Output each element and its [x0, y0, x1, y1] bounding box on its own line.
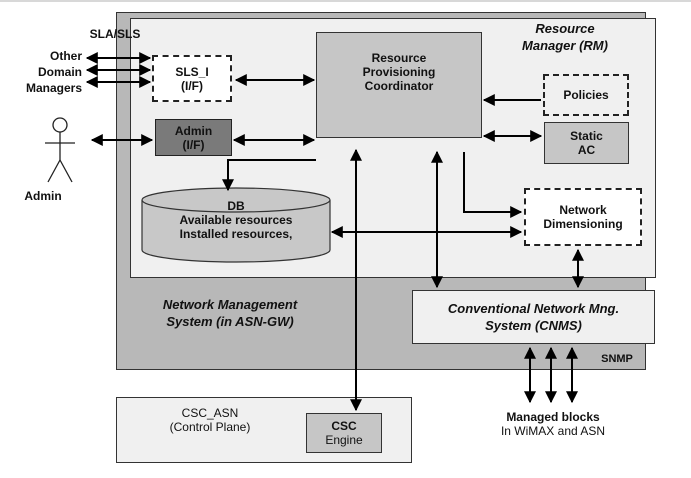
static-ac-line2: AC [577, 143, 596, 157]
sls-interface-box: SLS_I (I/F) [152, 55, 232, 102]
sla-sls-label: SLA/SLS [89, 27, 141, 41]
network-dimensioning-box: Network Dimensioning [524, 188, 642, 246]
csc-engine-box: CSC Engine [306, 413, 382, 453]
db-available-resources: Available resources [179, 213, 293, 227]
snmp-label: SNMP [601, 353, 633, 365]
resource-provisioning-coordinator: Resource Provisioning Coordinator [316, 32, 482, 138]
csc-asn-label: CSC_ASN (Control Plane) [169, 406, 251, 434]
rpc-line2: Provisioning [362, 65, 436, 79]
net-dim-line2: Dimensioning [543, 217, 623, 231]
cnms-line2: System (CNMS) [485, 318, 582, 333]
rm-title: Resource Manager (RM) [522, 21, 608, 53]
csc-engine-line1: CSC [331, 419, 357, 433]
admin-if-line2: (I/F) [182, 137, 205, 152]
policies-label: Policies [563, 88, 609, 102]
db-title: DB [227, 199, 245, 213]
admin-interface-box: Admin (I/F) [155, 119, 232, 156]
cnms-line1: Conventional Network Mng. [447, 301, 620, 316]
nms-label: Network Management System (in ASN-GW) [162, 297, 298, 329]
rpc-line3: Coordinator [364, 79, 434, 93]
sls-if-line1: SLS_I [175, 64, 209, 79]
admin-stick-figure [45, 117, 75, 183]
rpc-line1: Resource [371, 51, 427, 65]
db-installed-resources: Installed resources, [179, 227, 293, 241]
managed-blocks-label: Managed blocks In WiMAX and ASN [500, 410, 606, 438]
static-ac-line1: Static [570, 129, 603, 143]
static-ac-box: Static AC [544, 122, 629, 164]
policies-box: Policies [543, 74, 629, 116]
cnms-box: Conventional Network Mng. System (CNMS) [412, 290, 655, 344]
csc-engine-line2: Engine [325, 433, 363, 447]
admin-if-line1: Admin [174, 123, 213, 138]
sls-if-line2: (I/F) [181, 78, 203, 93]
net-dim-line1: Network [559, 203, 607, 217]
admin-actor-label: Admin [24, 189, 62, 203]
page-frame-top [0, 0, 691, 2]
other-domain-managers-label: Other Domain Managers [25, 49, 82, 95]
